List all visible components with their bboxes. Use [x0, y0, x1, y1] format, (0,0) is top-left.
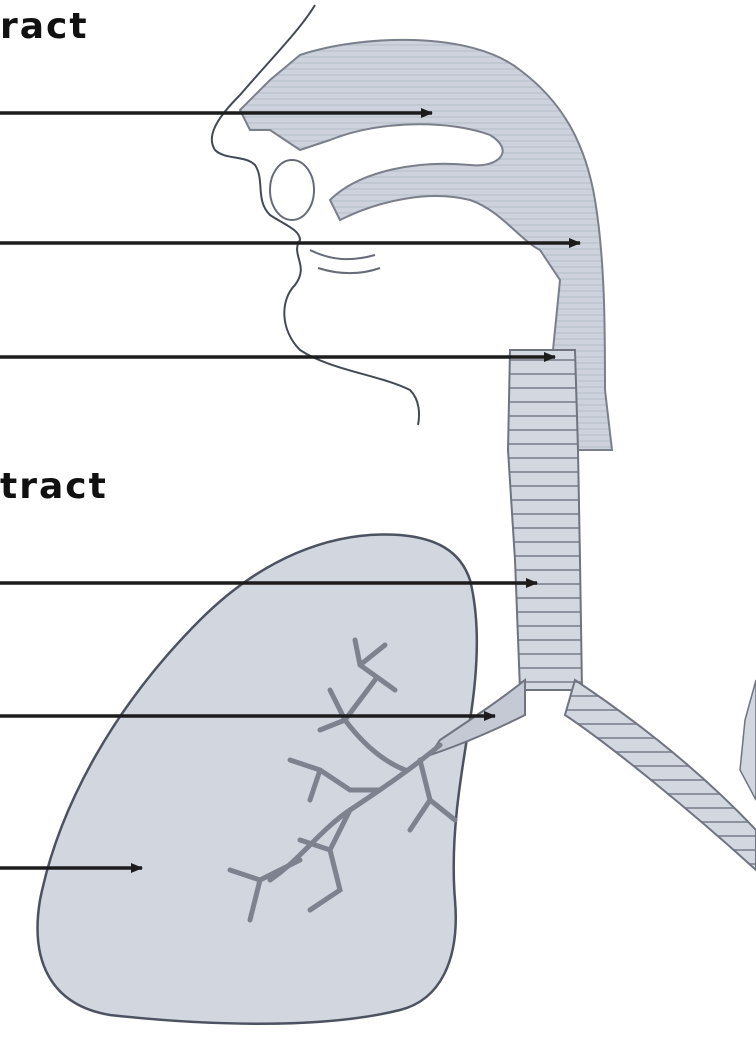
right-bronchus — [565, 680, 756, 870]
trachea-shape — [508, 350, 582, 690]
nostril — [270, 160, 314, 220]
mouth-lips — [310, 250, 380, 273]
lower-tract-label: tract — [0, 466, 108, 507]
right-lung-edge — [740, 680, 756, 800]
lung-shape — [38, 534, 477, 1023]
upper-tract-label: ract — [0, 6, 89, 47]
